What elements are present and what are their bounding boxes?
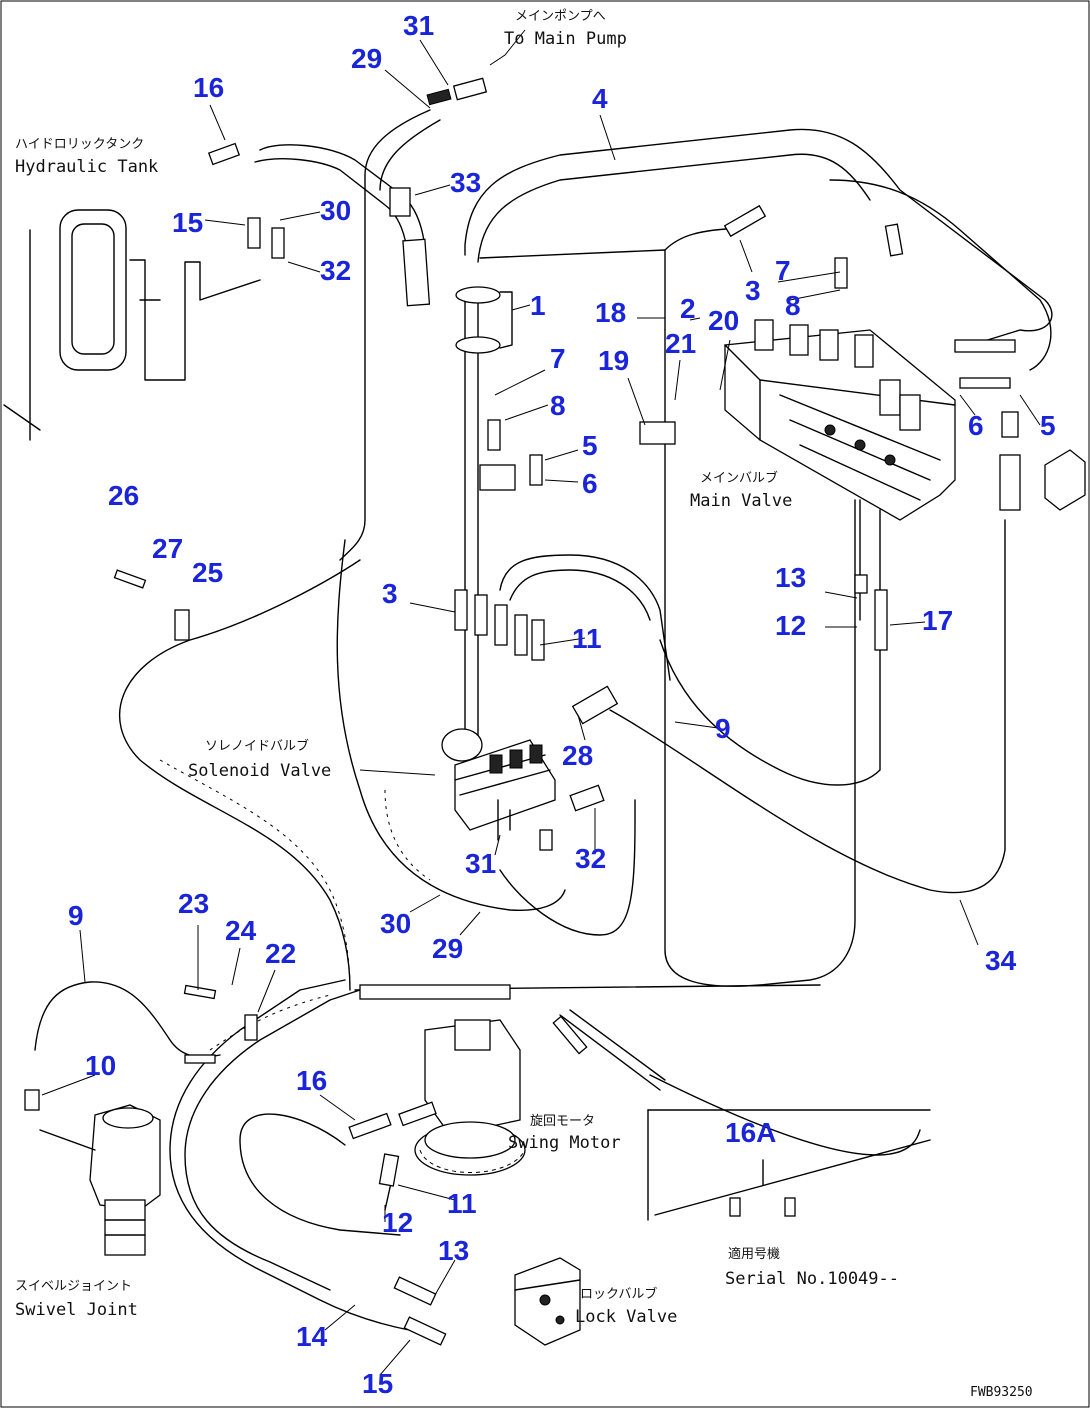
main-valve-label-jp: メインバルブ (700, 470, 778, 486)
callout-31b: 31 (465, 848, 496, 879)
main-valve (724, 319, 956, 621)
serial-label-en: Serial No.10049-- (725, 1269, 899, 1289)
callout-17: 17 (922, 605, 953, 636)
callout-18: 18 (595, 297, 626, 328)
lock-valve (514, 1257, 581, 1346)
solenoid-valve (441, 728, 556, 851)
callout-22: 22 (265, 938, 296, 969)
drawing-code: FWB93250 (970, 1385, 1033, 1400)
valve-fitting-right (999, 411, 1086, 511)
solenoid-label-en: Solenoid Valve (188, 761, 331, 781)
callout-9b: 9 (68, 900, 84, 931)
callout-8b: 8 (785, 290, 801, 321)
callout-13: 13 (775, 562, 806, 593)
callout-29b: 29 (432, 933, 463, 964)
callout-16A: 16A (725, 1117, 776, 1148)
callout-4: 4 (592, 83, 608, 114)
callout-26: 26 (108, 480, 139, 511)
serial-label-jp: 適用号機 (728, 1246, 780, 1262)
callout-12b: 12 (382, 1207, 413, 1238)
callout-30b: 30 (380, 908, 411, 939)
tank-label-jp: ハイドロリックタンク (15, 137, 144, 152)
callout-6b: 6 (968, 410, 984, 441)
callout-16b: 16 (296, 1065, 327, 1096)
callout-23: 23 (178, 888, 209, 919)
callout-16: 16 (193, 72, 224, 103)
callout-32b: 32 (575, 843, 606, 874)
main-pump-label-en: To Main Pump (504, 29, 627, 49)
callout-8: 8 (550, 390, 566, 421)
lock-valve-label-en: Lock Valve (575, 1307, 677, 1327)
hose-protector (359, 984, 511, 1000)
callout-12: 12 (775, 610, 806, 641)
callout-33: 33 (450, 167, 481, 198)
callout-7b: 7 (775, 255, 791, 286)
leader-lines (41, 29, 1041, 1376)
swivel-joint (39, 1104, 161, 1256)
component-labels: メインポンプへ To Main Pump ハイドロリックタンク Hydrauli… (15, 9, 1033, 1400)
callout-11b: 11 (447, 1188, 477, 1219)
hose-fittings (24, 77, 1016, 1346)
callout-10: 10 (85, 1050, 116, 1081)
callout-1: 1 (530, 290, 546, 321)
serial-inset (647, 1109, 931, 1221)
hydraulic-tank (3, 209, 261, 441)
callout-5: 5 (582, 430, 598, 461)
clamp-1 (455, 286, 513, 354)
tank-label-en: Hydraulic Tank (15, 157, 158, 177)
callout-19: 19 (598, 345, 629, 376)
callout-32: 32 (320, 255, 351, 286)
callout-3b: 3 (382, 578, 398, 609)
main-valve-label-en: Main Valve (690, 491, 792, 511)
callout-6: 6 (582, 468, 598, 499)
callout-15: 15 (172, 207, 203, 238)
spiral-guards (159, 238, 511, 1051)
swing-motor-label-jp: 旋回モータ (530, 1114, 595, 1129)
callout-15b: 15 (362, 1368, 393, 1399)
callout-11: 11 (572, 623, 602, 654)
main-pump-label-jp: メインポンプへ (515, 9, 606, 24)
callout-28: 28 (562, 740, 593, 771)
callout-9: 9 (715, 713, 731, 744)
callout-30: 30 (320, 195, 351, 226)
callout-31: 31 (403, 10, 434, 41)
callout-25: 25 (192, 557, 223, 588)
callout-29: 29 (351, 43, 382, 74)
hose-routes (34, 109, 1053, 1336)
callout-13b: 13 (438, 1235, 469, 1266)
lock-valve-label-jp: ロックバルブ (580, 1286, 657, 1302)
callout-7: 7 (550, 343, 566, 374)
callout-34: 34 (985, 945, 1017, 976)
callout-14: 14 (296, 1321, 328, 1352)
swivel-label-en: Swivel Joint (15, 1300, 138, 1320)
callout-2: 2 (680, 293, 696, 324)
callout-3: 3 (745, 275, 761, 306)
callout-21: 21 (665, 328, 696, 359)
callout-5b: 5 (1040, 410, 1056, 441)
swing-motor (414, 1019, 526, 1176)
callout-24: 24 (225, 915, 257, 946)
swivel-label-jp: スイベルジョイント (15, 1279, 132, 1294)
swing-motor-label-en: Swing Motor (508, 1133, 621, 1153)
solenoid-label-jp: ソレノイドバルブ (205, 738, 309, 754)
callout-numbers: 31 29 16 4 33 15 30 32 1 7 8 5 6 18 2 3 … (68, 10, 1056, 1399)
callout-27: 27 (152, 533, 183, 564)
callout-20: 20 (708, 305, 739, 336)
